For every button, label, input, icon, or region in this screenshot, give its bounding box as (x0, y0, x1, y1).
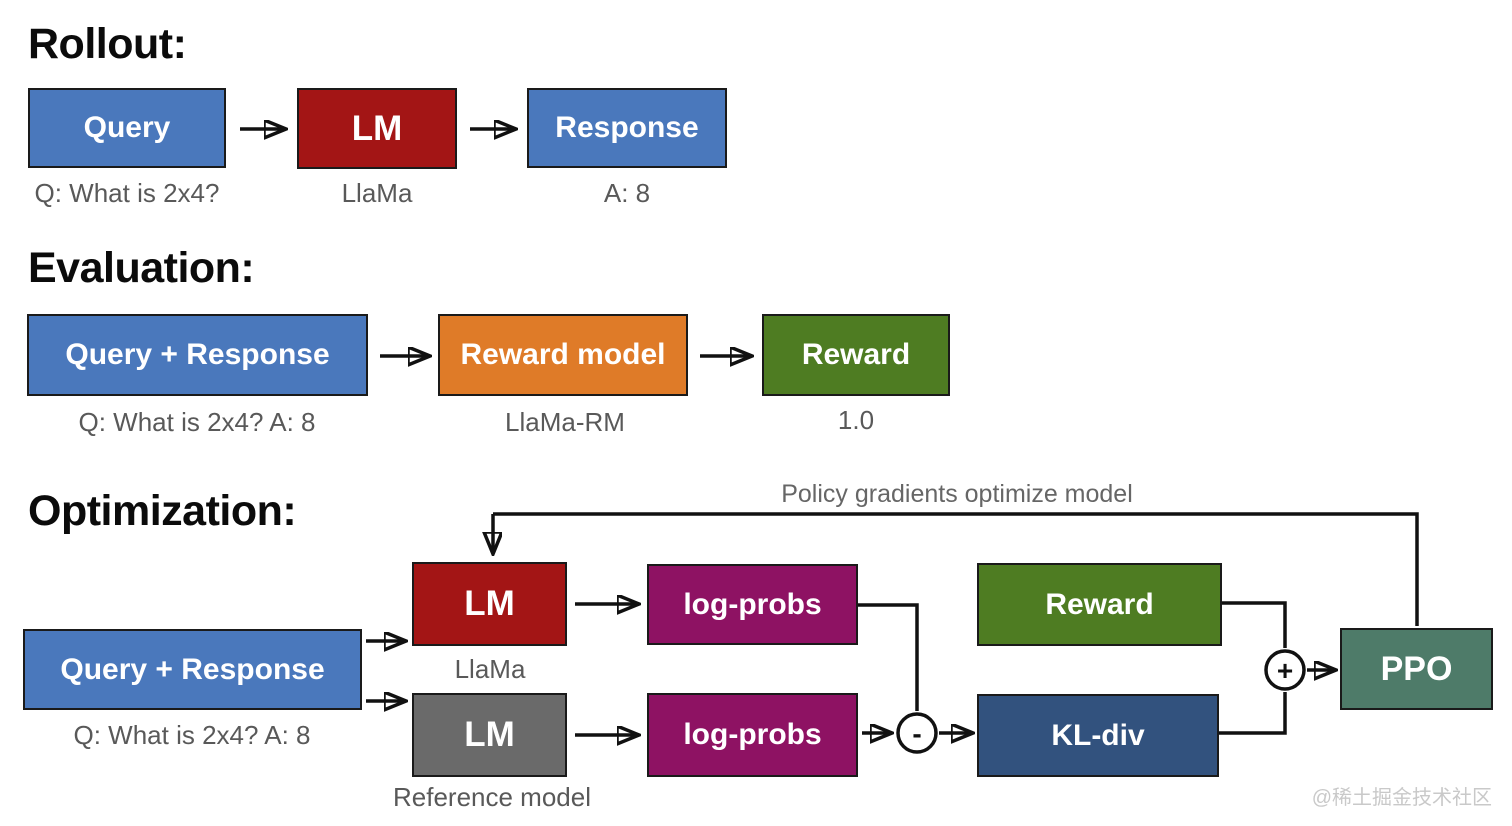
rollout-lm-box: LM (297, 88, 457, 169)
rollout-heading: Rollout: (28, 20, 187, 68)
plus-node-circle (1264, 649, 1306, 691)
evaluation-heading: Evaluation: (28, 244, 255, 292)
minus-node-circle (896, 712, 938, 754)
evaluation-reward-box: Reward (762, 314, 950, 396)
wire-reward-to-plus (1222, 601, 1287, 648)
optimization-reward-box: Reward (977, 563, 1222, 646)
policy-gradients-label: Policy gradients optimize model (781, 480, 1133, 508)
optimization-lm-active-caption: LlaMa (454, 654, 526, 684)
optimization-query-response-box: Query + Response (23, 629, 362, 710)
rollout-query-caption: Q: What is 2x4? (34, 178, 220, 208)
optimization-query-response-caption: Q: What is 2x4? A: 8 (73, 720, 311, 750)
evaluation-reward-model-caption: LlaMa-RM (505, 407, 625, 437)
watermark: @稀土掘金技术社区 (1311, 787, 1492, 809)
optimization-logprobs-reference-box: log-probs (647, 693, 858, 777)
evaluation-reward-model-box: Reward model (438, 314, 688, 396)
feedback-line (493, 512, 1419, 626)
optimization-lm-active-box: LM (412, 562, 567, 646)
evaluation-reward-caption: 1.0 (837, 405, 875, 435)
rollout-query-box: Query (28, 88, 226, 168)
optimization-kl-div-label: KL-div (1051, 718, 1145, 752)
rollout-query-label: Query (83, 111, 171, 144)
evaluation-reward-label: Reward (801, 338, 911, 371)
optimization-heading: Optimization: (28, 487, 297, 535)
optimization-lm-reference-box: LM (412, 693, 567, 777)
optimization-kl-div-box: KL-div (977, 694, 1219, 777)
wire-logprobs-active-to-minus (858, 603, 919, 711)
minus-operator: - (912, 718, 921, 749)
optimization-query-response-label: Query + Response (60, 652, 325, 686)
plus-operator: + (1277, 655, 1293, 686)
optimization-logprobs-active-label: log-probs (683, 587, 822, 621)
rollout-lm-caption: LlaMa (341, 178, 413, 208)
optimization-ppo-box: PPO (1340, 628, 1493, 710)
rollout-response-label: Response (555, 111, 699, 144)
optimization-lm-active-label: LM (464, 584, 515, 623)
evaluation-query-response-label: Query + Response (65, 338, 330, 371)
wire-kldiv-to-plus (1219, 692, 1287, 735)
optimization-ppo-label: PPO (1380, 649, 1453, 688)
optimization-reward-label: Reward (1045, 587, 1154, 621)
rollout-lm-label: LM (351, 108, 403, 148)
optimization-lm-reference-caption: Reference model (393, 782, 591, 812)
evaluation-query-response-caption: Q: What is 2x4? A: 8 (78, 407, 316, 437)
optimization-lm-reference-label: LM (464, 715, 515, 754)
rollout-response-box: Response (527, 88, 727, 168)
evaluation-query-response-box: Query + Response (27, 314, 368, 396)
evaluation-reward-model-label: Reward model (460, 338, 666, 371)
optimization-logprobs-active-box: log-probs (647, 564, 858, 645)
optimization-logprobs-reference-label: log-probs (683, 718, 822, 751)
rollout-response-caption: A: 8 (603, 178, 651, 208)
